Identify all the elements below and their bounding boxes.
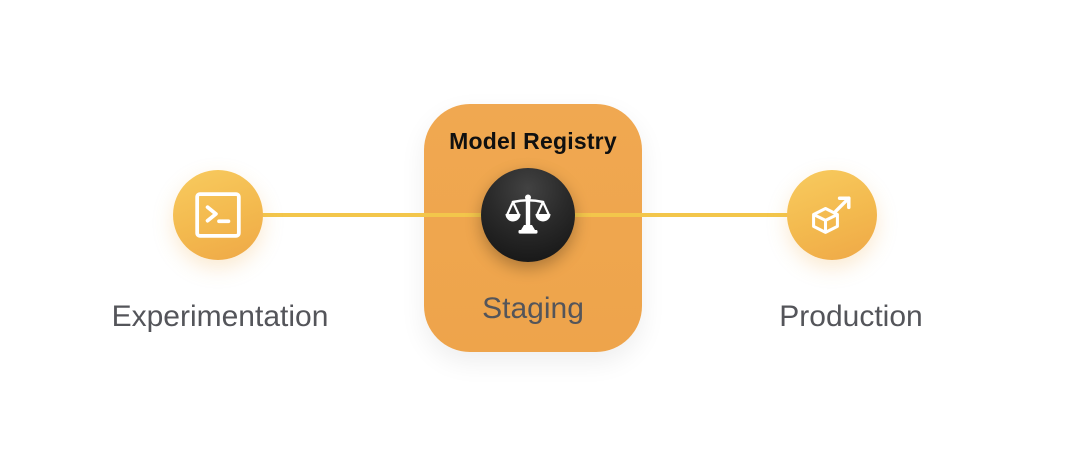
production-node [787, 170, 877, 260]
scales-icon [504, 191, 552, 239]
model-registry-card: Model Registry Staging [424, 104, 642, 352]
production-label: Production [779, 300, 923, 333]
experimentation-node [173, 170, 263, 260]
model-registry-title: Model Registry [449, 128, 617, 154]
cube-arrow-icon [806, 189, 858, 241]
terminal-icon [193, 190, 243, 240]
staging-label: Staging [482, 292, 584, 325]
registry-badge [481, 168, 575, 262]
experimentation-label: Experimentation [111, 300, 329, 333]
